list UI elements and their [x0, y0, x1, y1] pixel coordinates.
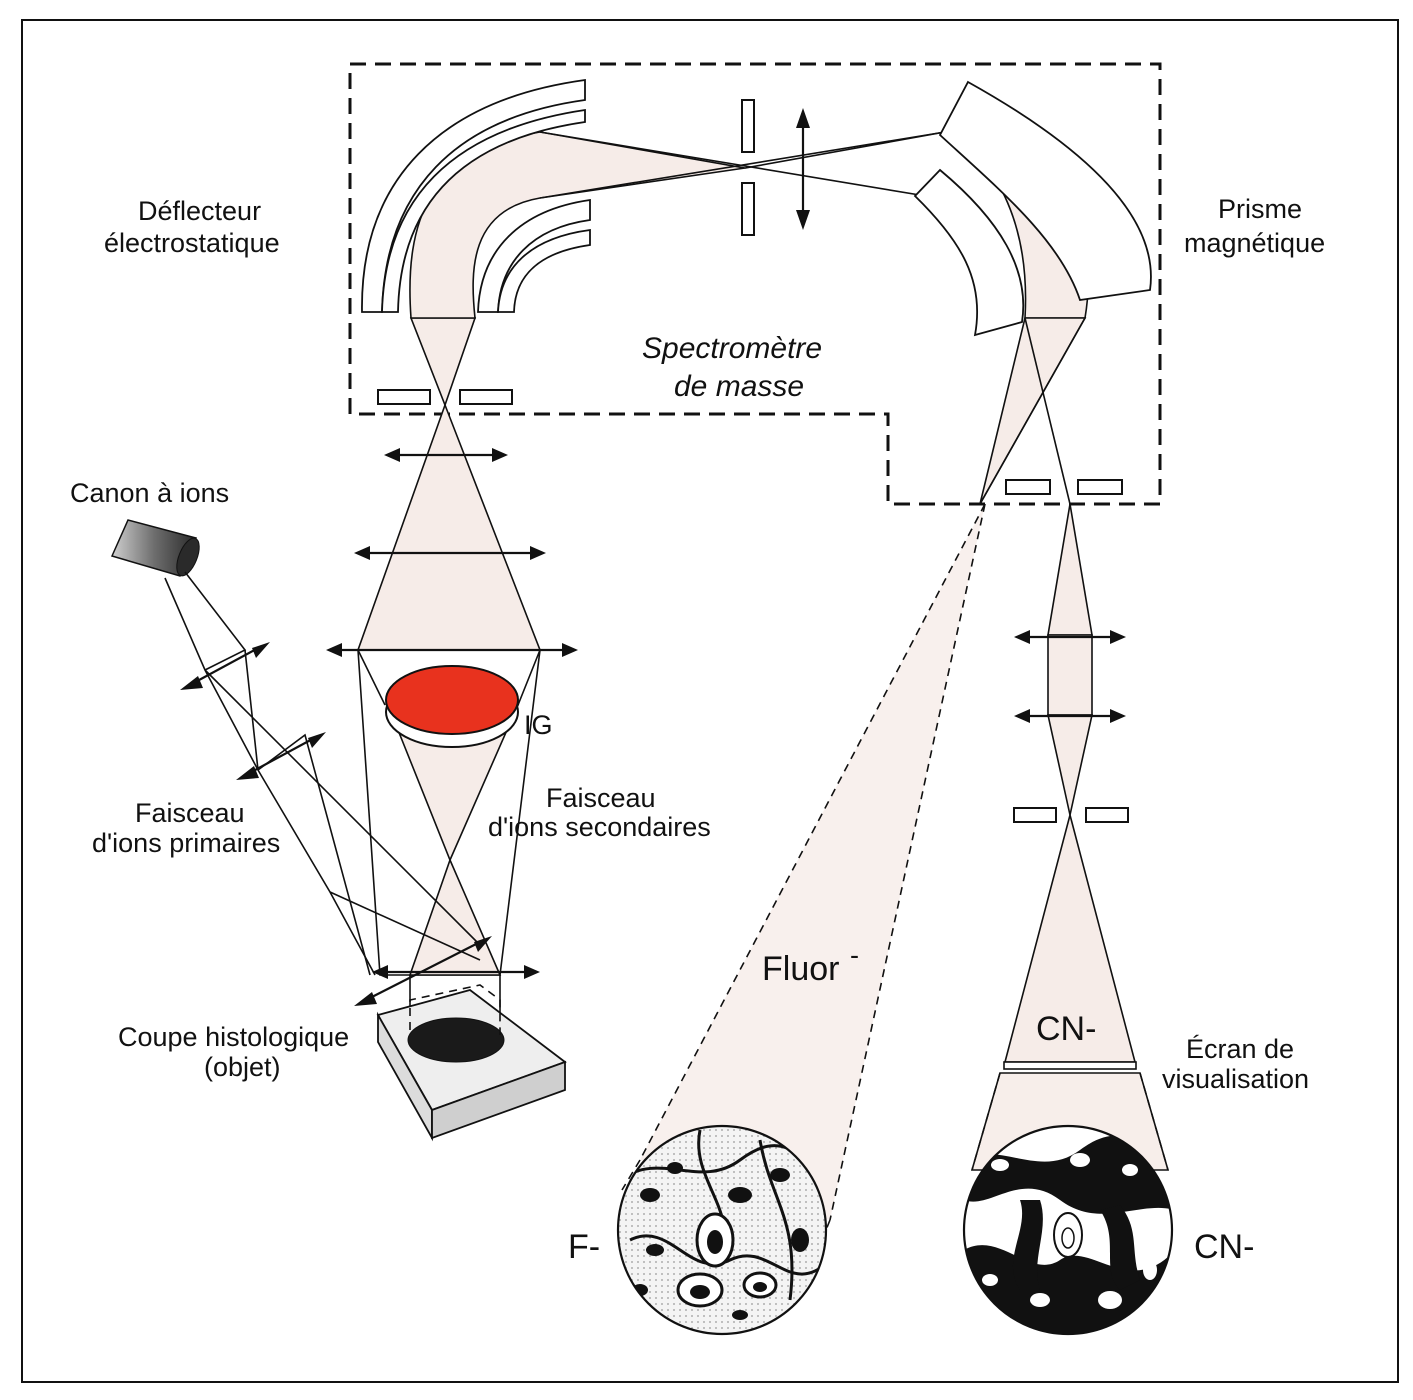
- energy-slit-top: [741, 99, 755, 153]
- electrostatic-deflector: [361, 78, 591, 313]
- deflector-label-line2: électrostatique: [104, 228, 280, 258]
- ion-gun-label: Canon à ions: [70, 478, 229, 508]
- lens-arrow: [326, 643, 578, 657]
- cn-slit-right: [1085, 807, 1129, 823]
- primary-beam-label-line1: Faisceau: [135, 798, 245, 828]
- entrance-slit-left: [377, 389, 431, 405]
- magnetic-prism: [938, 80, 1152, 301]
- fluor-superscript: -: [850, 940, 859, 970]
- entrance-slit-right: [459, 389, 513, 405]
- cn-screen-projection: [971, 1072, 1169, 1171]
- fluor-beam: [639, 503, 986, 1221]
- cn-slit-left: [1013, 807, 1057, 823]
- primary-lens-arrow: [236, 732, 326, 780]
- magnetic-prism-lower: [913, 168, 1025, 337]
- exit-slit-left: [1005, 479, 1051, 495]
- f-image-projection: [621, 1159, 831, 1231]
- slit-adjust-arrow: [796, 108, 810, 230]
- sample-label-line1: Coupe histologique: [118, 1022, 349, 1052]
- ion-gun: [110, 519, 200, 577]
- spectrometer-beam: [409, 131, 1089, 505]
- screen-label-line1: Écran de: [1186, 1034, 1294, 1064]
- cn-image-circle: [962, 1124, 1174, 1336]
- exit-slit-right: [1077, 479, 1123, 495]
- fluor-label: Fluor: [762, 950, 839, 988]
- primary-beam-label-line2: d'ions primaires: [92, 828, 280, 858]
- lens-arrow: [354, 546, 546, 560]
- f-image-circle: [616, 1124, 828, 1336]
- lens-arrow: [1014, 709, 1126, 723]
- cn-beam-label: CN-: [1036, 1010, 1096, 1048]
- lens-arrow: [1014, 630, 1126, 644]
- f-image-label: F-: [568, 1228, 600, 1266]
- ig-label: IG: [524, 710, 553, 740]
- spectrometer-label-line2: de masse: [674, 370, 804, 403]
- screen-label-line2: visualisation: [1162, 1064, 1309, 1094]
- spectrometer-label-line1: Spectromètre: [642, 332, 822, 365]
- ig-disk: [385, 665, 519, 735]
- prism-label-line2: magnétique: [1184, 228, 1325, 258]
- cn-image-label: CN-: [1194, 1228, 1254, 1266]
- energy-slit-bottom: [741, 182, 755, 236]
- secondary-beam-label-line1: Faisceau: [546, 783, 656, 813]
- primary-ion-beam: [164, 571, 481, 976]
- primary-lens-arrow: [180, 642, 270, 690]
- sample-label-line2: (objet): [204, 1052, 281, 1082]
- secondary-beam-label-line2: d'ions secondaires: [488, 812, 711, 842]
- lens-arrow: [372, 965, 540, 979]
- lens-arrow: [384, 448, 508, 462]
- prism-label-line1: Prisme: [1218, 194, 1302, 224]
- spectrometer-enclosure: [348, 62, 1162, 506]
- deflector-label-line1: Déflecteur: [138, 196, 261, 226]
- histology-sample: [376, 984, 567, 1142]
